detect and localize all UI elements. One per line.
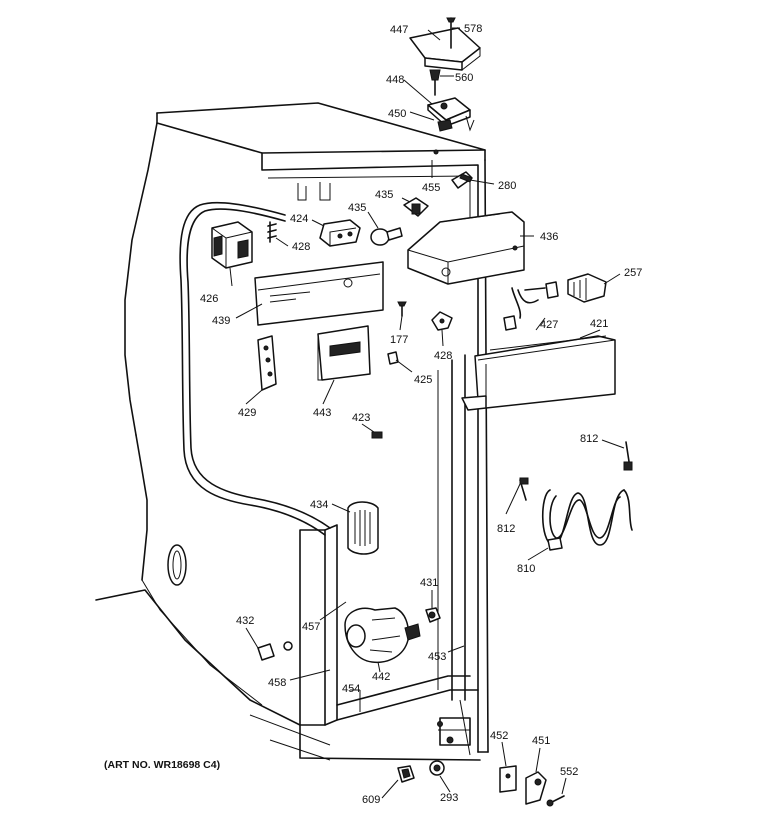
nut-431 — [425, 607, 441, 623]
label-439: 439 — [212, 315, 230, 327]
label-431: 431 — [420, 577, 438, 589]
bulb-435 — [370, 227, 403, 246]
label-812b: 812 — [497, 523, 515, 535]
duct-421 — [461, 335, 616, 411]
label-447: 447 — [390, 24, 408, 36]
label-421: 421 — [590, 318, 608, 330]
label-609: 609 — [362, 794, 380, 806]
label-424: 424 — [290, 213, 308, 225]
cabinet — [95, 102, 489, 761]
bracket-429 — [257, 335, 277, 391]
grille-434 — [347, 501, 379, 555]
connector-257 — [567, 273, 607, 303]
label-578: 578 — [464, 23, 482, 35]
label-435b: 435 — [348, 202, 366, 214]
harness-427 — [503, 281, 559, 331]
label-453: 453 — [428, 651, 446, 663]
part-428b — [431, 311, 453, 331]
label-812a: 812 — [580, 433, 598, 445]
roller-293 — [429, 760, 445, 776]
socket-435 — [403, 197, 429, 217]
screw-552 — [546, 795, 565, 807]
screw-177 — [397, 301, 407, 317]
label-552: 552 — [560, 766, 578, 778]
clip-423 — [371, 431, 383, 439]
label-429: 429 — [238, 407, 256, 419]
label-428a: 428 — [292, 241, 310, 253]
label-427: 427 — [540, 319, 558, 331]
label-423: 423 — [352, 412, 370, 424]
switch-424 — [319, 219, 361, 247]
hinge-451 — [525, 771, 547, 805]
label-177: 177 — [390, 334, 408, 346]
hinge-448-450 — [427, 97, 475, 155]
label-428b: 428 — [434, 350, 452, 362]
fan-442 — [344, 607, 421, 664]
plug-432 — [257, 641, 293, 661]
label-450: 450 — [388, 108, 406, 120]
label-448: 448 — [386, 74, 404, 86]
terminal-428a — [267, 221, 277, 243]
label-257: 257 — [624, 267, 642, 279]
part-labels: 447 578 448 560 450 280 455 435 435 424 … — [104, 23, 642, 806]
heater-810 — [541, 489, 633, 551]
foot-609 — [397, 765, 415, 783]
plate-452 — [499, 765, 517, 793]
clip-425 — [387, 351, 399, 365]
label-451: 451 — [532, 735, 550, 747]
plug-280 — [451, 171, 473, 189]
bolt-560 — [429, 69, 441, 96]
label-436: 436 — [540, 231, 558, 243]
label-454: 454 — [342, 683, 360, 695]
label-810: 810 — [517, 563, 535, 575]
label-452: 452 — [490, 730, 508, 742]
label-435a: 435 — [375, 189, 393, 201]
label-443: 443 — [313, 407, 331, 419]
label-425: 425 — [414, 374, 432, 386]
label-458: 458 — [268, 677, 286, 689]
wire-harness — [179, 201, 331, 536]
label-293: 293 — [440, 792, 458, 804]
label-280: 280 — [498, 180, 516, 192]
label-434: 434 — [310, 499, 328, 511]
leader-lines — [229, 27, 625, 799]
bracket-439 — [254, 261, 384, 326]
art-number: (ART NO. WR18698 C4) — [104, 759, 220, 771]
label-432: 432 — [236, 615, 254, 627]
screw-812a — [623, 441, 633, 471]
screw-812b — [519, 477, 529, 501]
bracket-443 — [317, 325, 371, 381]
screw-578 — [446, 17, 456, 49]
label-560: 560 — [455, 72, 473, 84]
label-442: 442 — [372, 671, 390, 683]
label-455: 455 — [422, 182, 440, 194]
label-426: 426 — [200, 293, 218, 305]
label-457: 457 — [302, 621, 320, 633]
housing-436 — [407, 211, 525, 285]
cover-447 — [409, 27, 481, 71]
control-426 — [211, 221, 253, 269]
